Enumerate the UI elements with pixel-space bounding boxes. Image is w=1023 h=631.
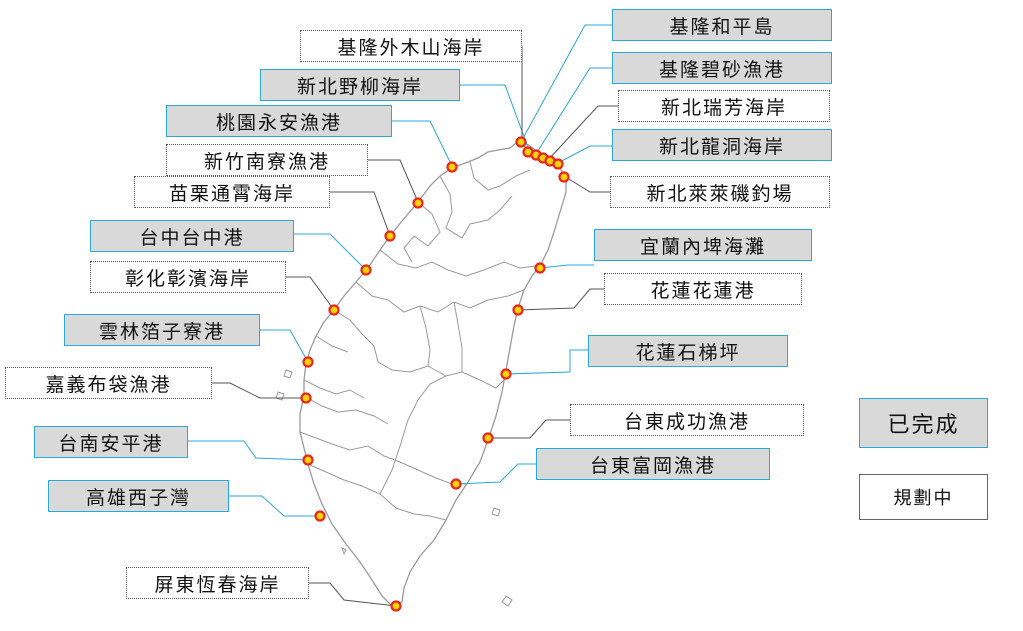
marker-hualien-port	[512, 304, 524, 316]
marker-hsinchu-nanliao	[412, 197, 424, 209]
label-hualien-port: 花蓮花蓮港	[604, 273, 802, 305]
marker-miaoli-tongxiao	[384, 230, 396, 242]
marker-taitung-fugang	[450, 478, 462, 490]
site-markers	[300, 136, 570, 612]
label-yunlin-jiziliao: 雲林箔子寮港	[64, 314, 260, 346]
label-changhua-zhangbin: 彰化彰濱海岸	[90, 261, 286, 293]
marker-taichung-port	[360, 264, 372, 276]
label-keelung-waimushan: 基隆外木山海岸	[300, 30, 522, 62]
legend-completed: 已完成	[859, 398, 988, 448]
label-newtaipei-ruifang: 新北瑞芳海岸	[618, 90, 830, 122]
label-chiayi-budai: 嘉義布袋漁港	[5, 367, 212, 399]
label-taitung-fugang: 台東富岡漁港	[536, 448, 770, 480]
marker-newtaipei-longdong	[552, 158, 564, 170]
label-keelung-bisha: 基隆碧砂漁港	[612, 52, 832, 84]
label-taichung-port: 台中台中港	[90, 220, 294, 252]
marker-pingtung-hengchun	[390, 600, 402, 612]
label-taitung-chenggong: 台東成功漁港	[570, 404, 804, 436]
marker-taitung-chenggong	[482, 432, 494, 444]
county-boundaries	[299, 161, 537, 521]
marker-chiayi-budai	[300, 392, 312, 404]
label-taoyuan-yongan: 桃園永安漁港	[166, 105, 392, 137]
label-keelung-heping-island: 基隆和平島	[612, 9, 832, 41]
marker-yunlin-jiziliao	[302, 356, 314, 368]
marker-taoyuan-yongan	[446, 161, 458, 173]
legend-planned: 規劃中	[859, 474, 988, 520]
label-newtaipei-yeliu: 新北野柳海岸	[260, 69, 460, 101]
taiwan-island-outline	[299, 139, 567, 607]
marker-changhua-zhangbin	[328, 304, 340, 316]
marker-keelung-heping-island	[515, 136, 527, 148]
marker-yilan-neipi	[534, 262, 546, 274]
label-miaoli-tongxiao: 苗栗通霄海岸	[134, 176, 330, 208]
label-newtaipei-longdong: 新北龍洞海岸	[612, 129, 832, 161]
label-hualien-shitiping: 花蓮石梯坪	[588, 335, 788, 367]
label-kaohsiung-sizihwan: 高雄西子灣	[48, 480, 229, 512]
marker-hualien-shitiping	[500, 368, 512, 380]
completed-leader-lines	[188, 24, 612, 517]
label-tainan-anping: 台南安平港	[34, 426, 188, 458]
leader-lines	[188, 24, 618, 607]
marker-tainan-anping	[302, 454, 314, 466]
marker-kaohsiung-sizihwan	[314, 510, 326, 522]
label-yilan-neipi: 宜蘭內埤海灘	[594, 229, 812, 261]
marker-newtaipei-laolai	[558, 171, 570, 183]
label-newtaipei-laolai: 新北萊萊磯釣場	[610, 176, 830, 208]
label-pingtung-hengchun: 屏東恆春海岸	[126, 567, 309, 599]
label-hsinchu-nanliao: 新竹南寮漁港	[166, 144, 368, 176]
